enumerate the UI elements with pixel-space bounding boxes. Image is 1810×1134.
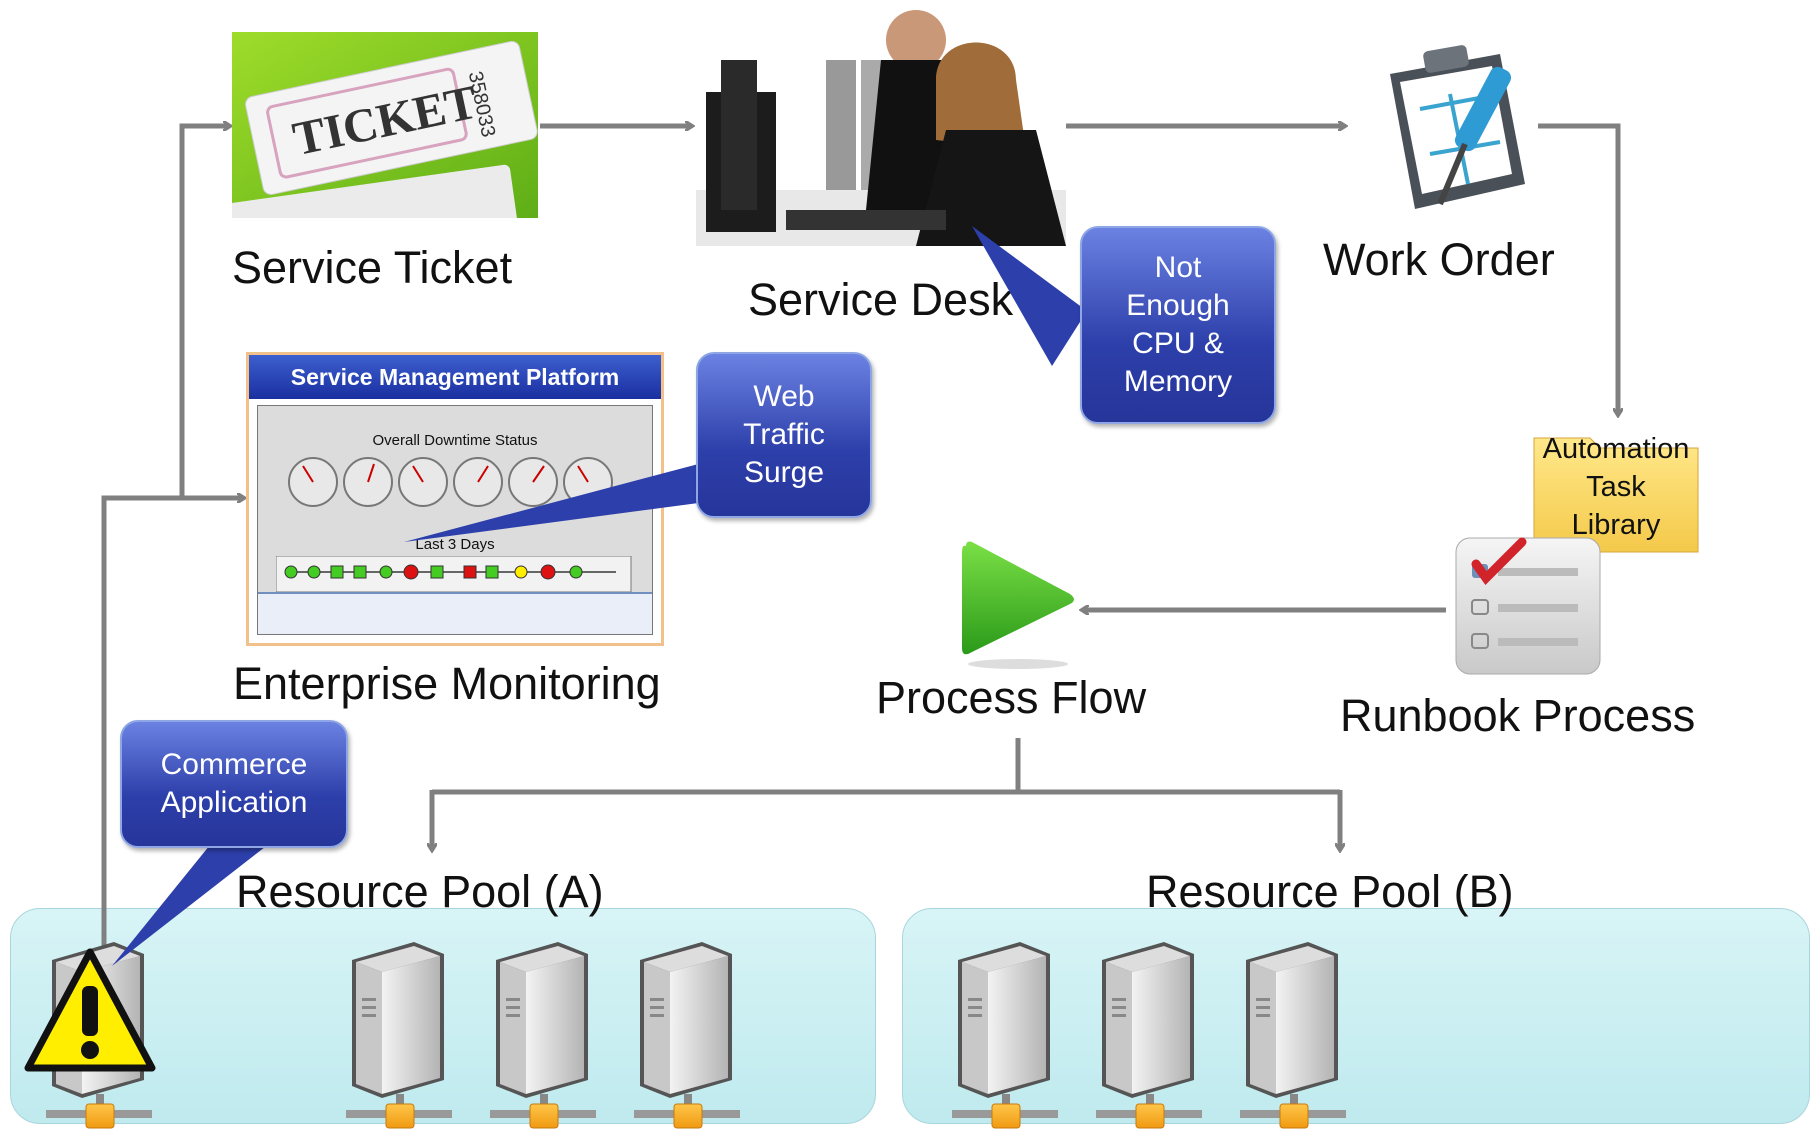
folder-icon: Automation Task Library [1530, 428, 1702, 556]
ticket-image: TICKET 358033 [232, 32, 538, 218]
resource-pool-a-label: Resource Pool (A) [236, 866, 604, 917]
runbook-process-label: Runbook Process [1340, 690, 1696, 741]
folder-label: Automation Task Library [1542, 433, 1690, 541]
gauges [288, 457, 613, 507]
callout-web-traffic-surge: Web Traffic Surge [396, 352, 872, 552]
server-icon [1094, 940, 1204, 1130]
monitoring-footer-bar [258, 592, 652, 634]
resource-pool-b-panel [902, 908, 1810, 1124]
callout-not-enough-cpu-memory: Not Enough CPU & Memory [972, 226, 1276, 486]
overall-downtime-text: Overall Downtime Status [372, 432, 538, 449]
server-icon [1238, 940, 1348, 1130]
last-3-days-text: Last 3 Days [415, 536, 495, 553]
server-icon [632, 940, 742, 1130]
enterprise-monitoring-label: Enterprise Monitoring [233, 658, 661, 709]
server-icon [344, 940, 454, 1130]
resource-pool-b-label: Resource Pool (B) [1146, 866, 1514, 917]
service-desk-label: Service Desk [748, 274, 1014, 325]
connector-workorder-to-runbook [1538, 123, 1618, 415]
service-ticket-label: Service Ticket [232, 242, 513, 293]
checklist-icon [1455, 537, 1601, 675]
server-icon [488, 940, 598, 1130]
service-desk-photo [696, 0, 1066, 246]
callout-commerce-application: Commerce Application [104, 720, 348, 970]
monitoring-dashboard: Overall Downtime Status Last 3 Days [257, 405, 653, 635]
monitoring-screen-title: Service Management Platform [249, 355, 661, 399]
play-icon [962, 541, 1074, 669]
server-icon [950, 940, 1060, 1130]
connector-monitoring-to-ticket [179, 126, 230, 498]
connector-commerce-to-monitoring [101, 498, 244, 955]
process-flow-label: Process Flow [876, 672, 1147, 723]
warning-icon [24, 948, 156, 1072]
status-lights [276, 556, 632, 593]
connector-processflow-to-pools [429, 738, 1343, 846]
work-order-label: Work Order [1323, 234, 1555, 285]
clipboard-icon [1390, 45, 1525, 209]
